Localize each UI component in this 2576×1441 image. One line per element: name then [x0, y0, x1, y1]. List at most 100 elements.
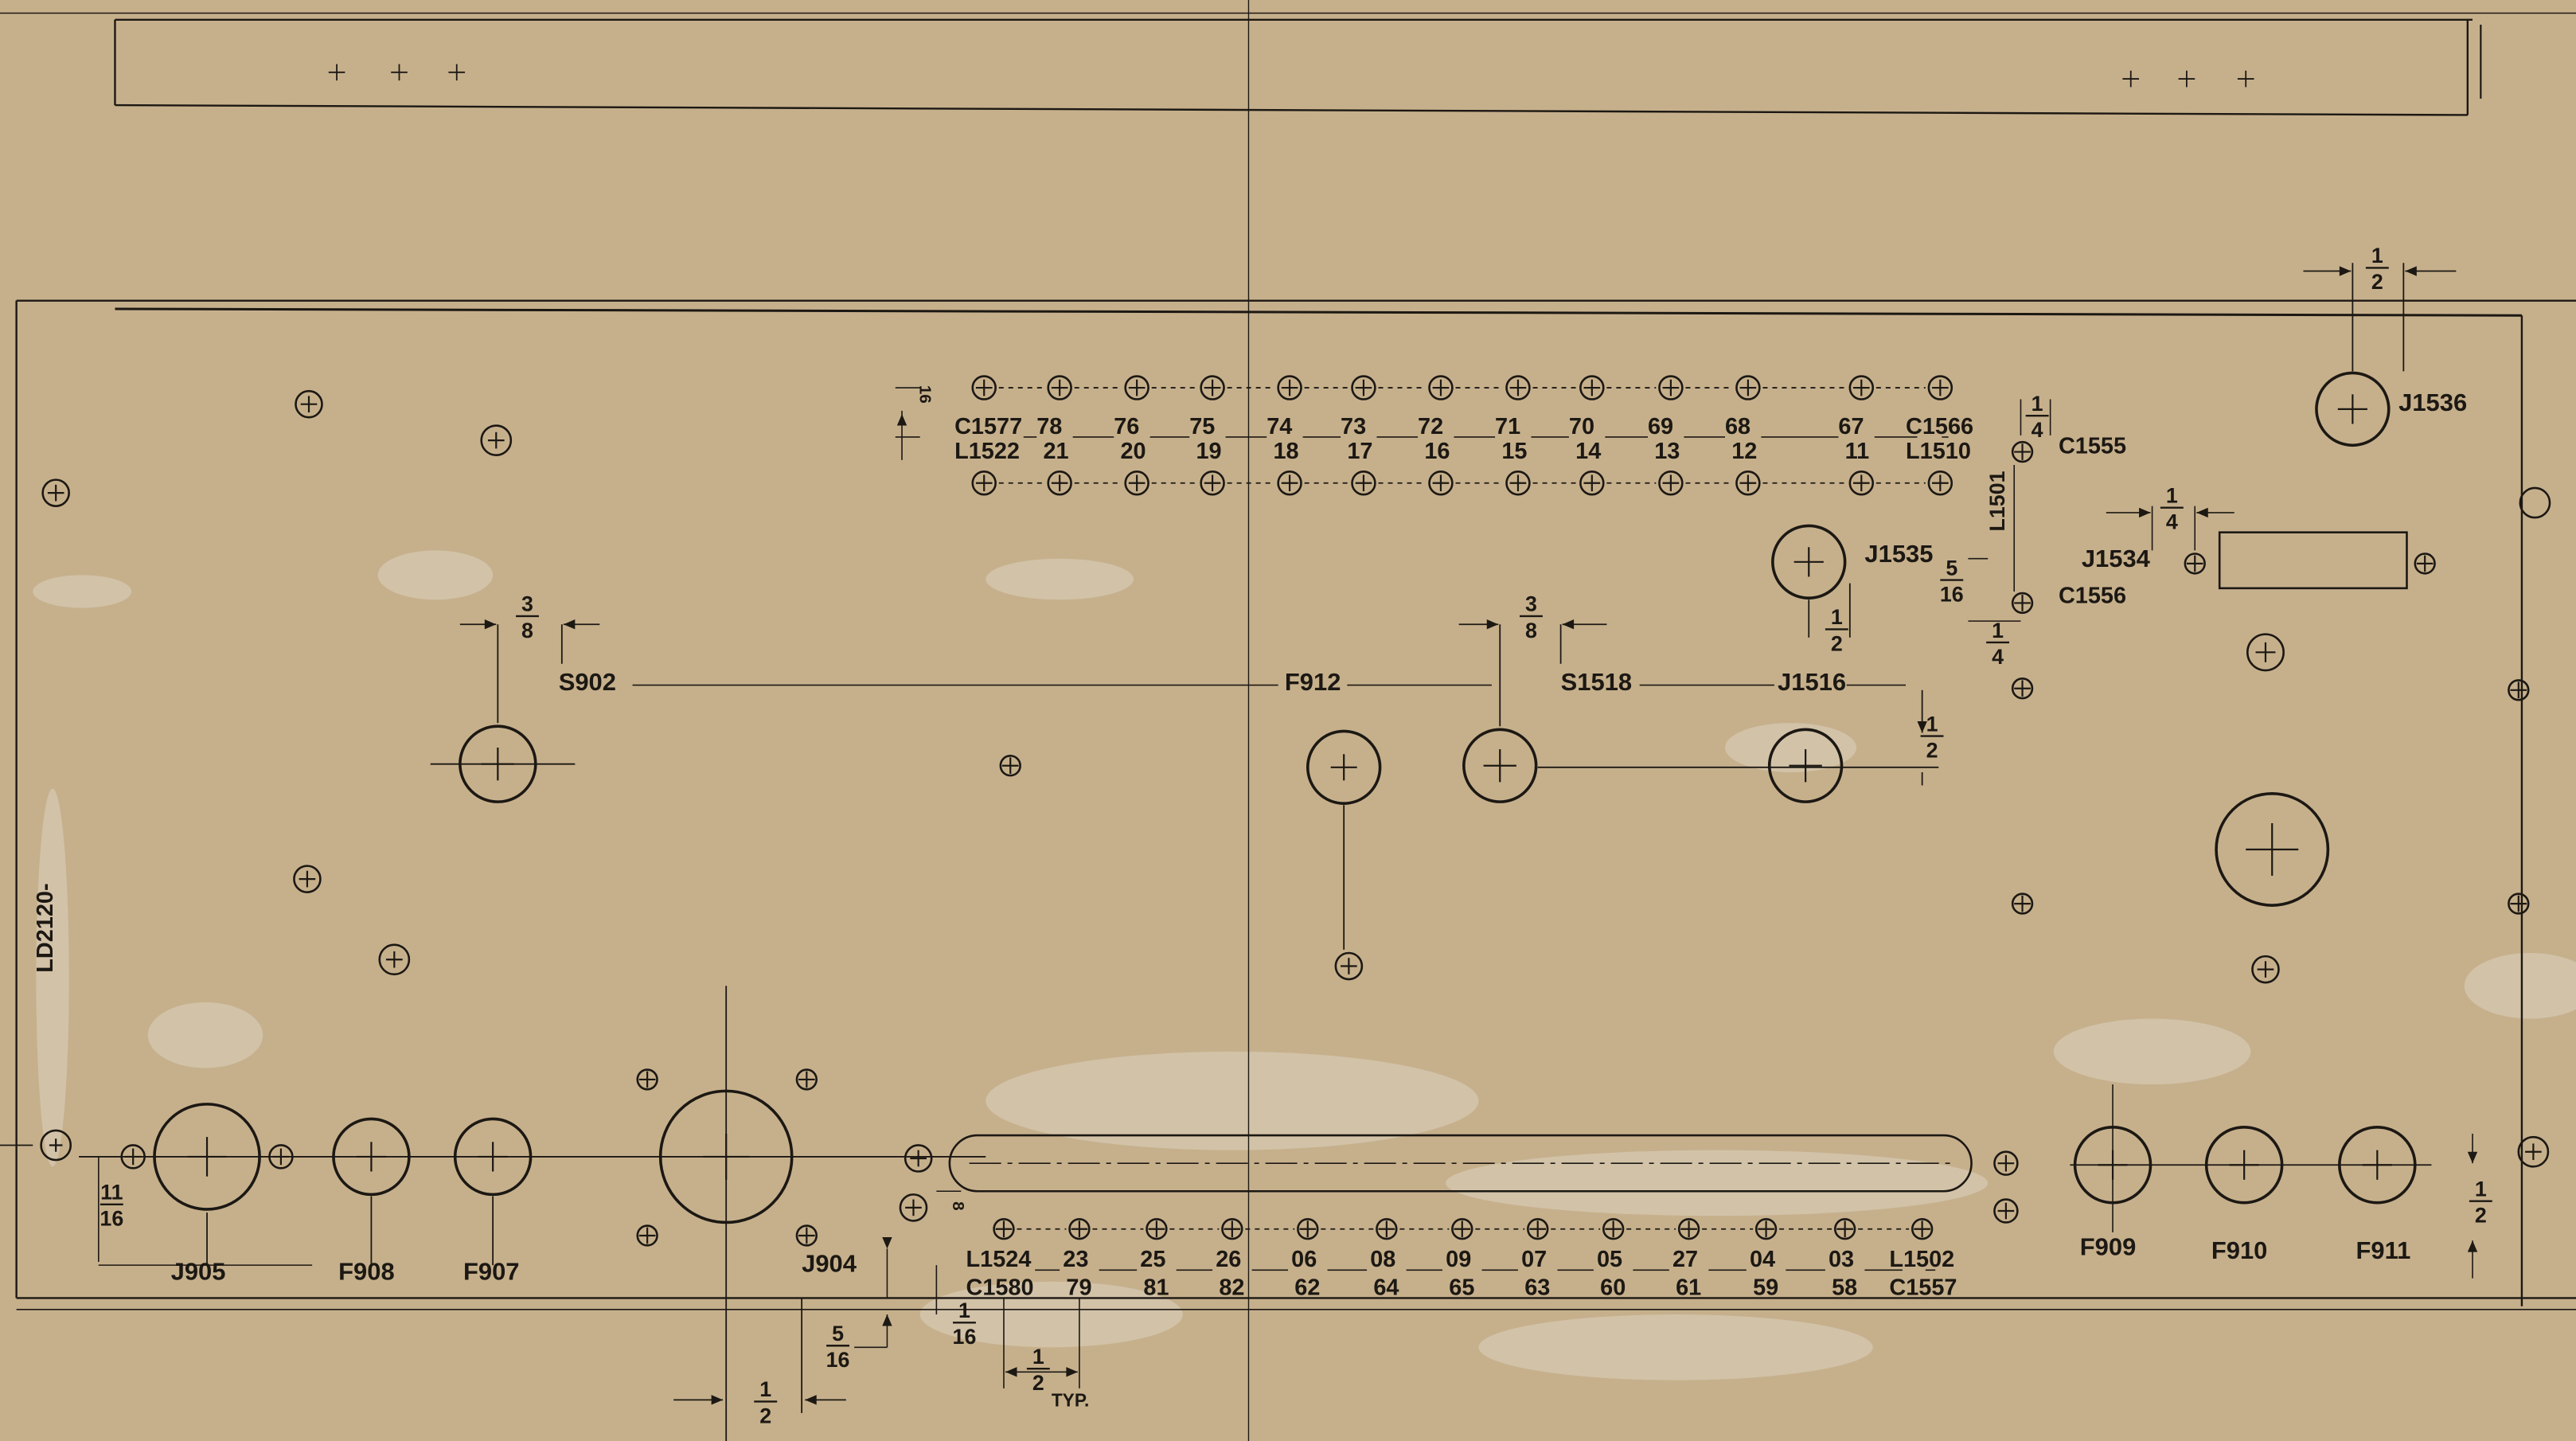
- dim-1-2-j904-denominator: 2: [759, 1404, 771, 1427]
- hole-outline: [1927, 471, 1953, 496]
- top-row-lower-label: L1522: [954, 439, 1020, 464]
- bottom-row-upper-label: 25: [1140, 1247, 1165, 1272]
- bottom-row-hole: [1068, 1218, 1091, 1240]
- hole-outline: [658, 1089, 794, 1224]
- label-j1535: J1535: [1864, 540, 1933, 568]
- hole-j904: [658, 1089, 794, 1224]
- hole-outline: [1993, 1198, 2019, 1224]
- dim-1-4-c1556-denominator: 4: [1992, 645, 2004, 669]
- dim-typ-label: TYP.: [1052, 1390, 1090, 1411]
- hole-outline: [1306, 729, 1382, 805]
- hole-f911: [2338, 1125, 2417, 1205]
- hole-j1534-right: [2414, 553, 2436, 575]
- top-row-lower-label: 11: [1845, 439, 1870, 464]
- hole-outline: [1527, 1218, 1549, 1240]
- hole-outline: [795, 1224, 818, 1247]
- dim-1-4-c1555-denominator: 4: [2032, 418, 2043, 442]
- hole-s902: [459, 724, 537, 803]
- hole-outline: [2508, 892, 2530, 915]
- dimension-arrowhead: [805, 1395, 817, 1405]
- dimension-arrowhead: [484, 619, 497, 630]
- hole-outline: [1579, 375, 1605, 400]
- hole-outline: [120, 1144, 146, 1170]
- hole-outline: [1602, 1218, 1625, 1240]
- dimension-arrowhead: [882, 1237, 892, 1249]
- hole-f912: [1306, 729, 1382, 805]
- bottom-row-hole: [993, 1218, 1015, 1240]
- dim-1-2-f911-numerator: 1: [2475, 1177, 2487, 1201]
- hole-outline: [636, 1224, 658, 1247]
- hole-outline: [378, 943, 411, 976]
- dim-1-2-j1536-denominator: 2: [2371, 270, 2383, 294]
- small-hole: [1993, 1198, 2019, 1224]
- hole-outline: [2073, 1125, 2153, 1205]
- top-row-lower-label: 20: [1121, 439, 1146, 464]
- bottom-row-lower-label: 60: [1600, 1275, 1626, 1300]
- hole-f908: [332, 1117, 411, 1197]
- hole-outline: [1767, 728, 1844, 803]
- top-hole-lower: [1277, 471, 1302, 496]
- hole-outline: [1658, 471, 1684, 496]
- bottom-row-lower-label: 81: [1143, 1275, 1169, 1300]
- hole-outline: [459, 724, 537, 803]
- bottom-row-lower-label: 59: [1753, 1275, 1778, 1300]
- small-hole: [2517, 1135, 2550, 1168]
- hole-outline: [2508, 679, 2530, 701]
- hole-outline: [2011, 892, 2034, 915]
- dim-1-4-c1555-numerator: 1: [2032, 392, 2043, 416]
- hole-outline: [2011, 440, 2034, 463]
- top-bracket-bottom: [115, 103, 2468, 116]
- hole-outline: [1462, 728, 1538, 803]
- hole-j904-screw: [795, 1224, 818, 1247]
- hole-outline: [1200, 471, 1225, 496]
- small-hole: [2011, 678, 2034, 700]
- hole-outline: [2315, 371, 2391, 447]
- top-hole-upper: [1848, 375, 1875, 400]
- label-f912: F912: [1285, 668, 1341, 696]
- hole-outline: [2011, 678, 2034, 700]
- bottom-row-upper-label: 26: [1216, 1247, 1241, 1272]
- hole-outline: [2246, 633, 2285, 672]
- top-row-upper-label: 68: [1725, 414, 1751, 439]
- hole-j1535: [1771, 524, 1847, 600]
- hole-outline: [1848, 375, 1875, 400]
- hole-outline: [636, 1068, 658, 1091]
- top-hole-lower: [1658, 471, 1684, 496]
- label-j1516: J1516: [1778, 668, 1846, 696]
- small-hole: [41, 478, 70, 507]
- hole-slot-right: [1993, 1150, 2019, 1176]
- dimension-arrowhead: [711, 1395, 724, 1405]
- hole-outline: [1334, 951, 1364, 981]
- hole-outline: [1124, 471, 1149, 496]
- hole-outline: [1993, 1150, 2019, 1176]
- dimension-arrowhead: [1005, 1367, 1017, 1377]
- hole-j904-screw: [636, 1224, 658, 1247]
- hole-outline: [999, 755, 1021, 777]
- bottom-row-hole: [1754, 1218, 1778, 1240]
- dim-1-4-j1534-denominator: 4: [2166, 510, 2178, 534]
- hole-outline: [795, 1068, 818, 1091]
- stain: [1478, 1314, 1873, 1380]
- small-hole: [480, 424, 513, 456]
- bottom-row-lower-label: 64: [1373, 1275, 1399, 1300]
- stain: [36, 788, 69, 1167]
- top-hole-upper: [1579, 375, 1605, 400]
- small-hole: [2251, 955, 2280, 984]
- top-row-lower-label: 21: [1044, 439, 1069, 464]
- dim-1-4-j1534-numerator: 1: [2166, 484, 2178, 508]
- bottom-row-lower-label: 63: [1524, 1275, 1550, 1300]
- hole-j1536: [2315, 371, 2391, 447]
- bottom-row-lower-label: 61: [1676, 1275, 1701, 1300]
- dim-1-2-f911-denominator: 2: [2475, 1203, 2487, 1227]
- dim-5-16-j904-numerator: 5: [832, 1322, 844, 1345]
- panel-flange-top: [115, 307, 2522, 317]
- top-hole-lower: [1505, 471, 1531, 496]
- bottom-row-lower-label: 82: [1219, 1275, 1244, 1300]
- small-hole-center: [999, 755, 1021, 777]
- hole-outline: [480, 424, 513, 456]
- bottom-row-hole: [1833, 1218, 1856, 1240]
- hole-outline: [1428, 375, 1454, 400]
- dim-11-16-j905-numerator: 11: [100, 1181, 123, 1205]
